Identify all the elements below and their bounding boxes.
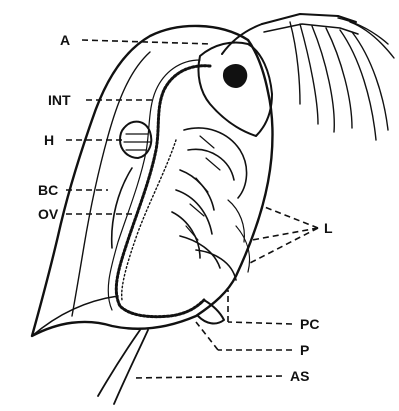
label-OV: OV [38,206,59,222]
label-P: P [300,342,309,358]
label-A: A [60,32,70,48]
leader-PC [228,322,292,324]
label-H: H [44,132,54,148]
leader-L-2 [252,228,318,240]
leader-P-diag [196,322,218,350]
leader-AS [132,376,282,378]
leader-A [82,40,212,44]
labels: A INT H BC OV L PC P AS [38,32,333,384]
antenna-setae [290,18,394,140]
daphnia-body [32,14,394,404]
abdominal-setae-2 [114,330,148,404]
intestine [116,66,210,317]
leader-L-1 [262,206,318,228]
intestine-wall [108,60,200,310]
leader-L-3 [248,228,318,264]
carapace-inner [72,52,150,316]
label-AS: AS [290,368,309,384]
label-L: L [324,220,333,236]
label-INT: INT [48,92,71,108]
head-outline [198,43,272,137]
label-BC: BC [38,182,58,198]
thoracic-legs [172,128,250,280]
ovary [122,140,176,300]
abdominal-setae [98,330,140,396]
compound-eye [223,64,247,88]
label-PC: PC [300,316,319,332]
heart [120,122,151,158]
antenna-shaft-lower [264,24,358,34]
